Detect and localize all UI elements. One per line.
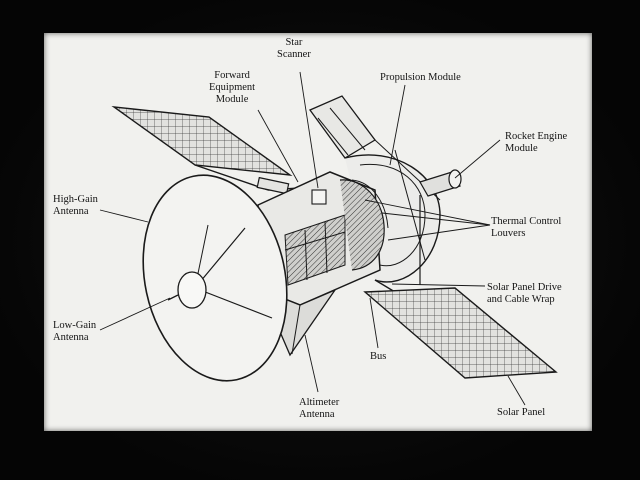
label-star-scanner: Star Scanner [277,37,311,60]
label-propulsion-module: Propulsion Module [380,72,461,83]
label-altimeter-antenna: Altimeter Antenna [299,397,340,420]
label-high-gain-antenna: High-Gain Antenna [53,194,98,217]
label-low-gain-antenna: Low-Gain Antenna [53,320,97,343]
label-forward-equipment-module: Forward Equipment Module [209,70,256,105]
label-rocket-engine-module: Rocket Engine Module [505,131,568,154]
label-bus: Bus [370,351,387,362]
leader-lines [99,71,526,406]
antenna-boom [256,176,290,195]
label-thermal-control-louvers: Thermal Control Louvers [491,216,562,239]
rocket-engine [419,169,462,197]
bus-body [257,171,389,306]
label-solar-panel-drive: Solar Panel Drive and Cable Wrap [487,282,562,305]
high-gain-antenna-dish [142,174,288,382]
solar-panel-lower [363,279,558,379]
label-solar-panel: Solar Panel [497,407,546,418]
